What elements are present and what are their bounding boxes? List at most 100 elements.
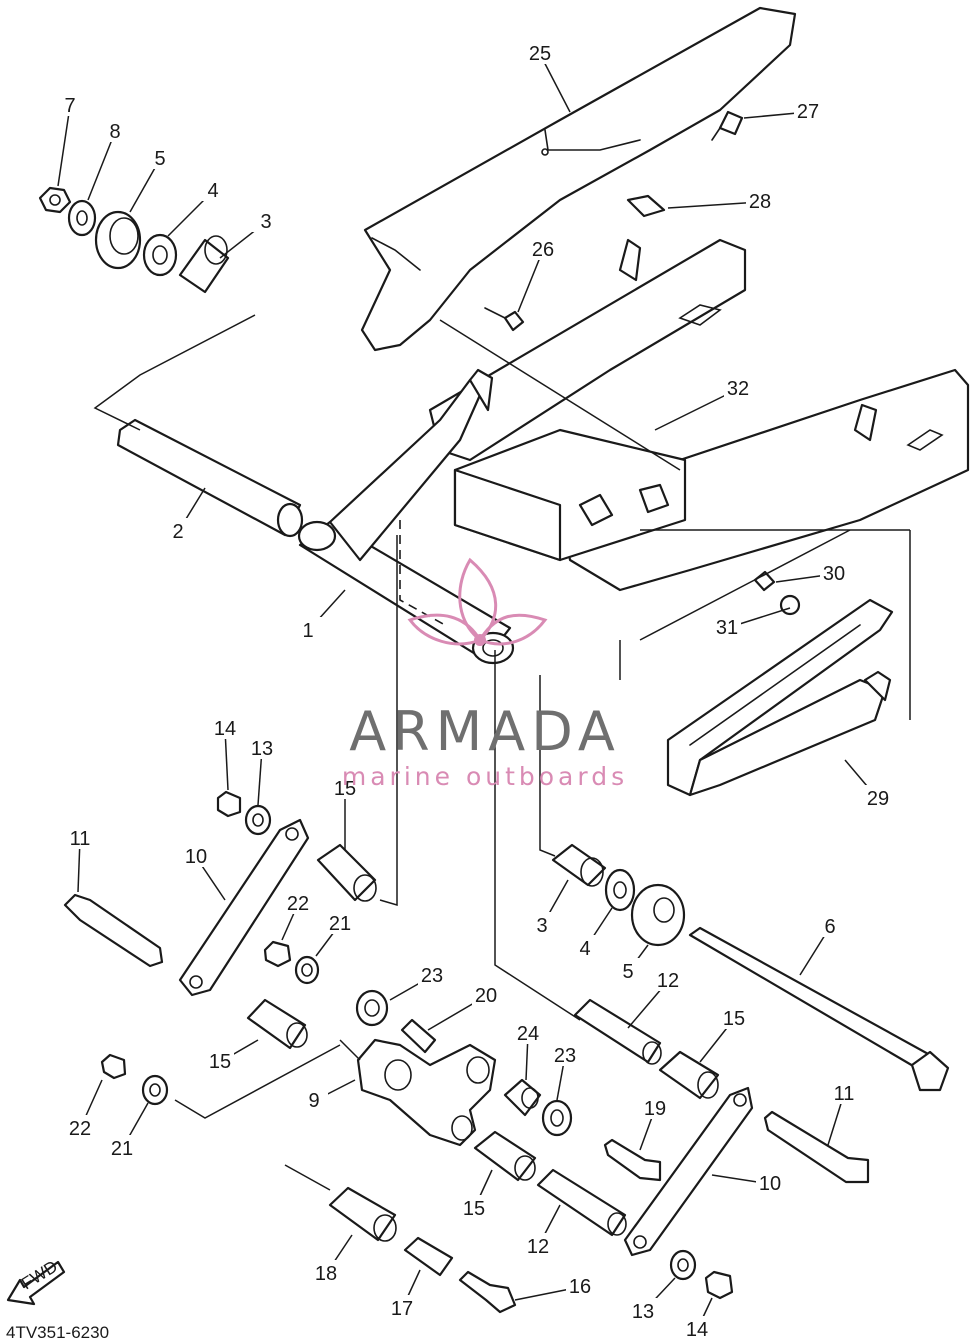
relay-arm-9 (356, 1038, 497, 1147)
callout-bg (66, 1115, 94, 1139)
callout-number: 15 (463, 1198, 485, 1220)
fwd-arrow-icon (6, 1260, 66, 1306)
callout-bg (326, 910, 354, 934)
callout-number: 14 (214, 718, 236, 740)
callout-bg (629, 1298, 657, 1322)
bearing-3-lower (551, 843, 607, 887)
callout-leader (87, 131, 116, 201)
callout-bg (294, 617, 322, 641)
bolt-11-right (763, 1110, 870, 1184)
callout-bg (528, 912, 556, 936)
callout-number: 8 (109, 121, 120, 143)
nut-22-lower (100, 1053, 127, 1080)
callout-bg (66, 825, 94, 849)
callout-bg (146, 145, 174, 169)
collar-12-upper (573, 998, 662, 1065)
bolt-27 (711, 110, 744, 141)
spacer-23-left (355, 989, 389, 1027)
callout-number: 22 (69, 1118, 91, 1140)
callout-number: 29 (867, 788, 889, 810)
callout-number: 14 (686, 1319, 708, 1341)
callout-bg (551, 1042, 579, 1066)
callout-number: 11 (70, 828, 91, 850)
callout-bg (206, 1048, 234, 1072)
callout-number: 5 (154, 148, 165, 170)
swingarm (297, 238, 970, 665)
callout-number: 1 (302, 620, 313, 642)
bolt-26 (484, 307, 525, 332)
callout-bg (713, 614, 741, 638)
callout-bg (830, 1080, 858, 1104)
washer-4-lower (604, 868, 636, 912)
washer-13-lower (669, 1249, 697, 1281)
callout-bg (566, 1273, 594, 1297)
callout-number: 25 (529, 43, 551, 65)
callout-bg (571, 935, 599, 959)
callout-bg (418, 962, 446, 986)
nut-7 (38, 186, 72, 214)
callout-number: 23 (554, 1045, 576, 1067)
callout-number: 12 (657, 970, 679, 992)
callout-leader (57, 105, 71, 187)
collar-17 (403, 1236, 454, 1277)
callout-number: 31 (716, 617, 738, 639)
callout-number: 24 (517, 1023, 539, 1045)
callout-number: 6 (824, 916, 835, 938)
chain-guide (666, 598, 894, 797)
callout-bg (524, 1233, 552, 1257)
connecting-rod-10-right (623, 1086, 754, 1257)
callout-bg (794, 98, 822, 122)
watermark-tagline: marine outboards (342, 762, 628, 791)
collar-31 (779, 594, 801, 616)
callout-bg (331, 775, 359, 799)
spacer-23-right (541, 1099, 573, 1137)
collar-12-lower (536, 1168, 627, 1237)
callout-number: 3 (536, 915, 547, 937)
collar-15-d (473, 1130, 537, 1182)
callout-number: 27 (797, 101, 819, 123)
callout-bg (683, 1316, 711, 1340)
nut-14-upper (216, 790, 242, 818)
callout-bg (164, 518, 192, 542)
callout-bg (199, 177, 227, 201)
watermark-brand: ARMADA (349, 700, 621, 763)
bearing-3-upper (178, 235, 230, 294)
callout-number: 16 (569, 1276, 591, 1298)
callout-number: 15 (334, 778, 356, 800)
callout-number: 15 (209, 1051, 231, 1073)
callout-leader (224, 728, 229, 791)
callout-bg (641, 1095, 669, 1119)
callout-bg (388, 1295, 416, 1319)
callout-number: 18 (315, 1263, 337, 1285)
callout-bg (182, 843, 210, 867)
callout-bg (720, 1005, 748, 1029)
callout-bg (864, 785, 892, 809)
callout-bg (108, 1135, 136, 1159)
callout-number: 20 (475, 985, 497, 1007)
callout-number: 17 (391, 1298, 413, 1320)
callout-bg (756, 1170, 784, 1194)
callout-number: 4 (207, 180, 218, 202)
washer-4-upper (142, 233, 178, 277)
callout-bg (248, 735, 276, 759)
callout-number: 9 (308, 1090, 319, 1112)
callout-number: 28 (749, 191, 771, 213)
washer-13-upper (244, 804, 272, 836)
callout-number: 19 (644, 1098, 666, 1120)
connecting-rod-10-left (178, 818, 310, 997)
chain-guard (360, 6, 797, 352)
collar-18 (328, 1186, 397, 1242)
watermark-logo (407, 557, 548, 646)
nut-14-lower (704, 1270, 734, 1300)
callout-bg (300, 1087, 328, 1111)
callout-bg (252, 208, 280, 232)
callout-number: 11 (834, 1083, 855, 1105)
callout-bg (514, 1020, 542, 1044)
callout-bg (654, 967, 682, 991)
bearing-24 (503, 1078, 542, 1117)
oil-seal-5-lower (630, 883, 686, 947)
callout-bg (724, 375, 752, 399)
callout-leader (517, 249, 544, 313)
